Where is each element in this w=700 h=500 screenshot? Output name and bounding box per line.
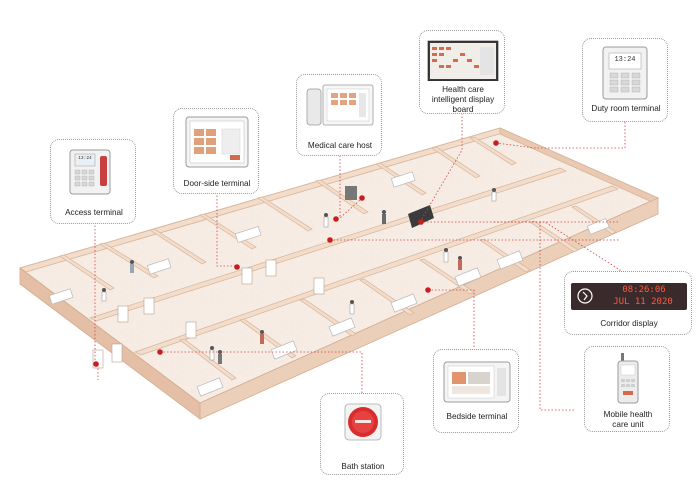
health-care-board-label-1: Health care <box>442 85 484 94</box>
mobile-health-care-label: Mobile health care unit <box>585 410 671 430</box>
mobile-health-care-device <box>617 353 639 404</box>
building-floor-plan <box>18 127 660 420</box>
corridor-display-screen: 08:26:06 JUL 11 2020 <box>571 283 687 310</box>
health-care-board-label-2: intelligent display <box>431 95 495 104</box>
marker-station <box>333 216 339 222</box>
marker-medical-host <box>359 195 365 201</box>
marker-duty-room <box>493 140 499 146</box>
leader-duty-room <box>495 122 626 149</box>
corridor-display-date: JUL 11 2020 <box>613 297 673 307</box>
health-care-board-label-3: board <box>452 105 474 114</box>
beds <box>48 171 610 397</box>
access-terminal-label: Access terminal <box>65 208 123 217</box>
bedside-terminal-card[interactable]: Bedside terminal <box>433 349 519 433</box>
corridor-wall-upper <box>89 167 567 322</box>
bath-station-label: Bath station <box>341 462 385 471</box>
corridor-display-card[interactable]: 08:26:06 JUL 11 2020 Corridor display <box>564 271 692 335</box>
leader-corridor-c <box>539 222 575 411</box>
marker-door-side <box>234 264 240 270</box>
health-care-board-card[interactable]: Health care intelligent display board <box>419 30 505 114</box>
bath-station-card[interactable]: Bath station <box>320 393 404 475</box>
floor-texture <box>20 128 658 403</box>
duty-room-terminal-time: 13:24 <box>614 56 636 64</box>
medical-care-host-device <box>306 84 374 126</box>
medical-care-host-label: Medical care host <box>307 141 373 150</box>
door-side-terminal-device <box>185 116 249 168</box>
duty-room-terminal-device <box>602 46 648 100</box>
door-side-terminal-label: Door-side terminal <box>183 179 251 188</box>
health-care-board-label: Health care intelligent display board <box>420 85 506 115</box>
access-terminal-device <box>69 149 111 195</box>
marker-corridor <box>327 237 333 243</box>
nurse-station-counter <box>408 205 434 228</box>
access-terminal-time: 13:24 <box>78 156 92 161</box>
mobile-health-care-card[interactable]: Mobile health care unit <box>584 346 670 432</box>
marker-bath <box>157 349 163 355</box>
marker-access <box>93 361 99 367</box>
medical-care-host-card[interactable]: Medical care host <box>296 74 382 156</box>
mobile-health-care-label-1: Mobile health <box>603 410 653 419</box>
device-markers <box>93 140 499 367</box>
leader-door-side <box>216 192 235 267</box>
duty-room-terminal-label: Duty room terminal <box>591 104 661 113</box>
left-front-wall <box>19 267 201 420</box>
door-side-terminal-card[interactable]: Door-side terminal <box>173 108 259 194</box>
doors <box>92 259 325 369</box>
marker-bedside <box>425 287 431 293</box>
access-terminal-card[interactable]: 13:24 Access terminal <box>50 139 136 224</box>
corridor-wall-lower <box>134 185 619 356</box>
leader-bath <box>160 351 363 393</box>
corridor-display-time: 08:26:06 <box>622 285 666 295</box>
leader-bedside <box>428 289 475 348</box>
station-screen <box>345 186 357 200</box>
corridor-display-label: Corridor display <box>600 319 658 328</box>
marker-health-board <box>418 219 424 225</box>
bedside-terminal-device <box>443 361 511 403</box>
corridor-display-logo-icon <box>577 288 593 304</box>
people-figures <box>101 188 497 364</box>
mobile-health-care-label-2: care unit <box>612 420 644 429</box>
bedside-terminal-label: Bedside terminal <box>446 412 508 421</box>
leader-medical-host <box>339 152 361 219</box>
health-care-board-device <box>427 40 499 81</box>
bath-station-device <box>344 403 382 441</box>
duty-room-terminal-card[interactable]: 13:24 Duty room terminal <box>582 38 668 122</box>
